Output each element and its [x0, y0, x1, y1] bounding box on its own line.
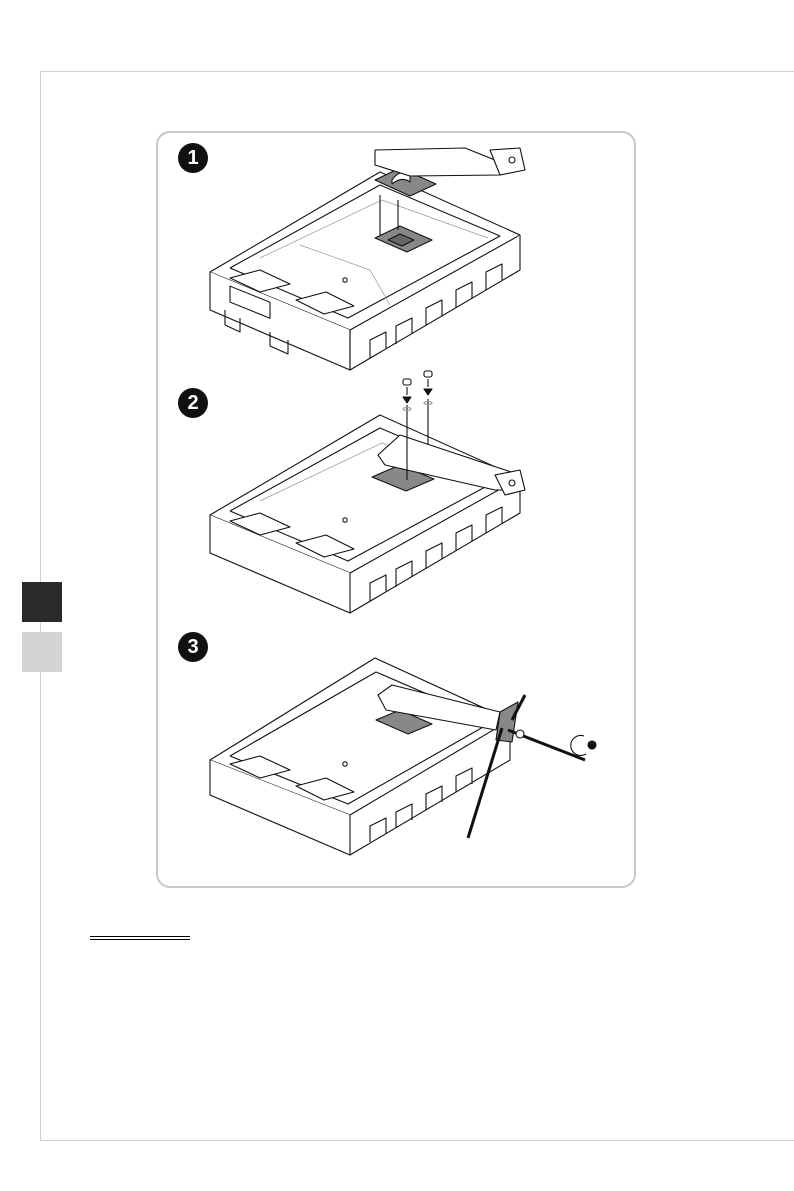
foam-packaging	[210, 658, 510, 855]
step-2-illustration	[200, 365, 540, 615]
foam-packaging	[210, 172, 520, 370]
foam-packaging	[210, 415, 520, 613]
stand-arm	[375, 148, 525, 176]
section-tab-inactive[interactable]	[22, 632, 62, 672]
step-3-illustration	[200, 650, 600, 850]
page-border-top	[40, 71, 794, 72]
step-1-illustration	[200, 140, 540, 372]
note-divider	[90, 936, 190, 940]
thumbscrew-icon	[571, 735, 596, 755]
page-border-bottom	[40, 1140, 794, 1141]
section-tab-active[interactable]	[22, 582, 62, 622]
